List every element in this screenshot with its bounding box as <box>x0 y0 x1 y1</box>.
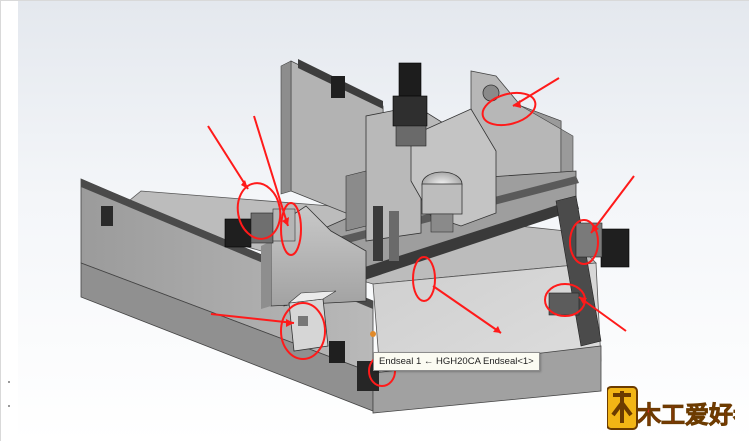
z-stepper-motor[interactable] <box>392 62 428 147</box>
annotation-circle <box>569 219 599 265</box>
watermark-text: 木工爱好者 <box>636 401 735 429</box>
selection-tooltip: Endseal 1 ← HGH20CA Endseal<1> <box>373 352 540 371</box>
annotation-circle <box>481 91 537 127</box>
annotation-circle <box>236 182 282 240</box>
orange-fastener <box>370 331 376 337</box>
side-connector-block <box>101 206 113 226</box>
annotation-arrow <box>578 296 627 332</box>
left-margin-strip <box>1 1 18 442</box>
annotation-arrow <box>432 285 502 334</box>
back-left-motor[interactable] <box>331 76 345 98</box>
margin-dot <box>8 405 10 407</box>
spindle-motor[interactable] <box>421 171 463 233</box>
annotation-arrow <box>210 313 295 324</box>
red-markup-annotations <box>207 77 635 387</box>
front-right-end-seal[interactable] <box>357 292 580 391</box>
watermark-logo: 木工爱好者 <box>607 386 735 430</box>
annotation-circle <box>280 202 302 256</box>
cad-graphics-viewport[interactable]: Endseal 1 ← HGH20CA Endseal<1> 木工爱好者 <box>18 1 749 442</box>
annotation-arrow <box>207 125 249 190</box>
cnc-router-assembly-model[interactable] <box>18 1 749 442</box>
annotation-circle <box>544 283 586 317</box>
annotation-arrow <box>512 77 560 107</box>
annotation-circle <box>412 256 436 302</box>
front-left-motor <box>329 341 345 363</box>
annotation-arrow <box>590 175 635 234</box>
margin-dot <box>8 381 10 383</box>
z-vertical-rails[interactable] <box>373 206 399 261</box>
annotation-arrow <box>253 115 289 227</box>
annotation-circle <box>280 302 326 360</box>
